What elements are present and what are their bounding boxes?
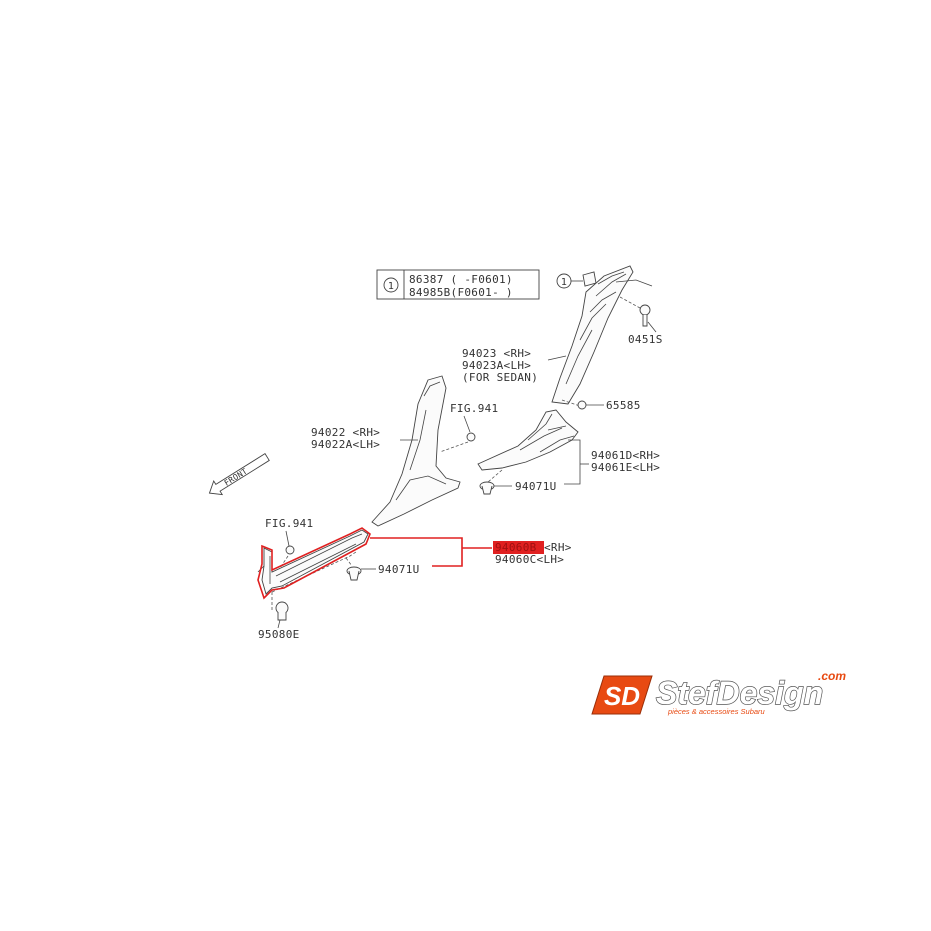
label-94060-rh-code: 94060B: [495, 541, 537, 554]
label-fig941-lower: FIG.941: [265, 517, 313, 530]
logo-name: StefDesign: [656, 675, 823, 711]
label-94023-note: (FOR SEDAN): [462, 371, 538, 384]
clip-94071U-upper: 94071U: [479, 469, 557, 495]
stefdesign-logo[interactable]: SD StefDesign .com pièces & accessoires …: [591, 669, 846, 716]
label-94023-rh: 94023 <RH>: [462, 347, 531, 360]
clip-part: [582, 271, 597, 287]
highlight-outline: [257, 527, 371, 600]
legend-line-1: 86387 ( -F0601): [409, 273, 513, 286]
a-pillar-lower-trim: [371, 375, 461, 527]
logo-badge: [591, 675, 653, 715]
label-fig941-upper: FIG.941: [450, 402, 498, 415]
legend-box: 1 86387 ( -F0601) 84985B(F0601- ): [376, 269, 540, 300]
label-94022-rh: 94022 <RH>: [311, 426, 380, 439]
logo-tld: .com: [818, 669, 846, 683]
front-arrow: FRONT: [208, 453, 270, 496]
bracket-94061: [564, 439, 581, 485]
side-sill-plate: [257, 529, 369, 612]
label-94061-rh: 94061D<RH>: [591, 449, 660, 462]
label-94060-lh: 94060C<LH>: [495, 553, 564, 566]
fig941-upper-clip: FIG.941: [439, 402, 498, 453]
label-94071U-upper: 94071U: [515, 480, 557, 493]
label-front: FRONT: [223, 467, 249, 488]
b-pillar-upper-trim: [551, 265, 653, 405]
callout-1: 1: [556, 271, 597, 289]
clip-94071U-lower: 94071U: [345, 557, 420, 581]
label-94022-lh: 94022A<LH>: [311, 438, 380, 451]
legend-marker-circle: [383, 277, 399, 293]
label-95080E: 95080E: [258, 628, 300, 641]
front-arrow-icon: [208, 453, 270, 496]
screw-0451S: 0451S: [619, 296, 663, 346]
callout-marker: 1: [561, 277, 567, 288]
logo-tagline: pièces & accessoires Subaru: [667, 707, 766, 716]
label-0451S: 0451S: [628, 333, 663, 346]
clip-65585: 65585: [561, 399, 641, 412]
label-94071U-lower: 94071U: [378, 563, 420, 576]
b-pillar-lower-trim: [477, 409, 579, 471]
fig941-lower-clip: FIG.941: [265, 517, 313, 569]
logo-mark: SD: [604, 681, 640, 711]
label-94023-lh: 94023A<LH>: [462, 359, 531, 372]
label-94060-rh-highlight: [493, 541, 544, 554]
highlight-bracket: [370, 537, 463, 567]
legend-line-2: 84985B(F0601- ): [409, 286, 513, 299]
label-94060-rh-side: <RH>: [544, 541, 572, 554]
legend-marker: 1: [388, 281, 394, 292]
label-94061-lh: 94061E<LH>: [591, 461, 660, 474]
label-65585: 65585: [606, 399, 641, 412]
clip-95080E: 95080E: [258, 601, 300, 641]
